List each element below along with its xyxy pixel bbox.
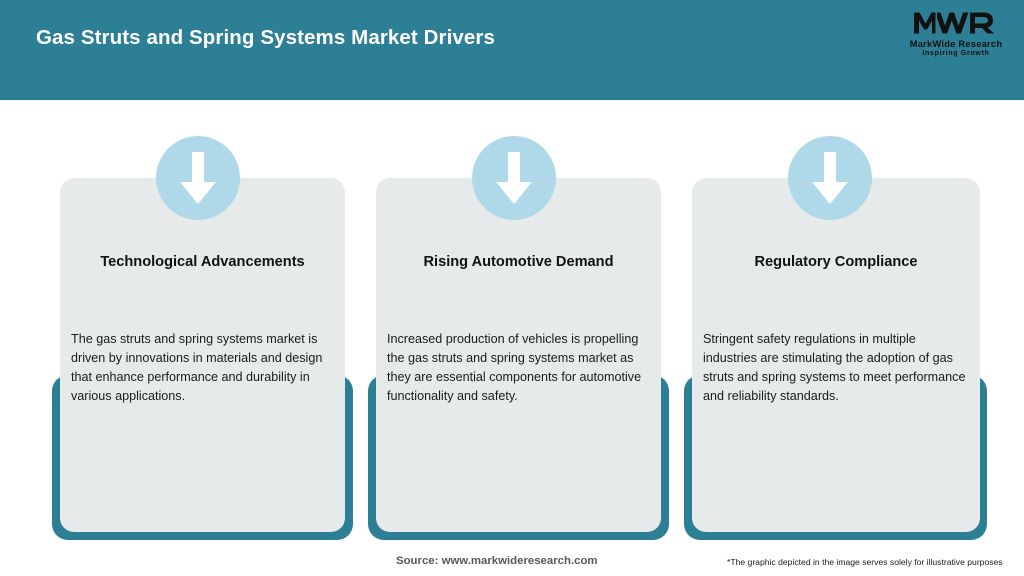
arrow-down-icon [788, 136, 872, 220]
driver-card-3: Regulatory Compliance Stringent safety r… [670, 100, 990, 540]
arrow-down-icon [472, 136, 556, 220]
source-label: Source: www.markwideresearch.com [396, 555, 598, 567]
card-description: The gas struts and spring systems market… [71, 332, 323, 403]
logo-company-name: MarkWide Research [909, 39, 1003, 49]
driver-card-1: Technological Advancements The gas strut… [38, 100, 358, 540]
logo-tagline: Inspiring Growth [922, 50, 990, 58]
driver-card-2: Rising Automotive Demand Increased produ… [354, 100, 674, 540]
disclaimer-label: *The graphic depicted in the image serve… [727, 557, 1003, 567]
card-description: Increased production of vehicles is prop… [387, 332, 642, 403]
arrow-down-glyph [812, 152, 848, 204]
card-description: Stringent safety regulations in multiple… [703, 332, 966, 403]
drivers-card-board: Technological Advancements The gas strut… [0, 100, 1024, 540]
brand-logo: MarkWide Research Inspiring Growth [902, 8, 1010, 64]
card-surface: Rising Automotive Demand Increased produ… [376, 178, 661, 532]
card-surface: Technological Advancements The gas strut… [60, 178, 345, 532]
arrow-down-glyph [180, 152, 216, 204]
arrow-down-glyph [496, 152, 532, 204]
card-title: Rising Automotive Demand [423, 254, 614, 270]
mwr-wordmark-icon [914, 12, 994, 34]
card-title: Regulatory Compliance [754, 254, 918, 270]
card-surface: Regulatory Compliance Stringent safety r… [692, 178, 980, 532]
page-title: Gas Struts and Spring Systems Market Dri… [36, 26, 495, 49]
card-title: Technological Advancements [100, 254, 305, 270]
arrow-down-icon [156, 136, 240, 220]
page-header: Gas Struts and Spring Systems Market Dri… [0, 0, 1024, 100]
